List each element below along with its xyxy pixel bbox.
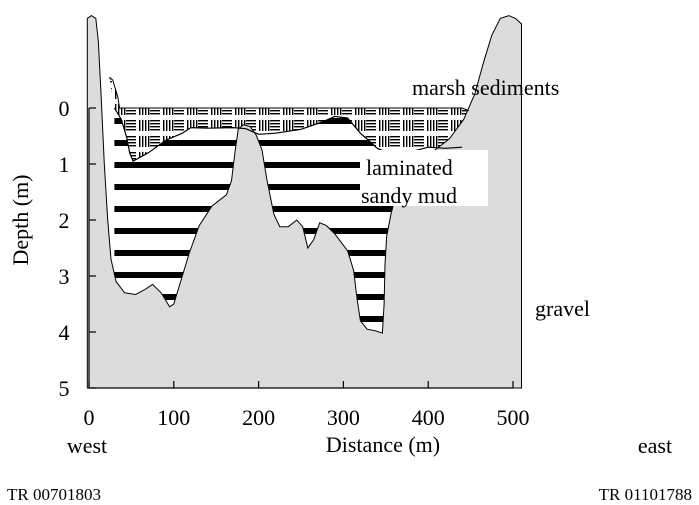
y-tick-label: 2 bbox=[59, 208, 70, 233]
marsh-top-boundary bbox=[109, 76, 470, 112]
y-tick-label: 0 bbox=[59, 96, 70, 121]
marsh-sediments-fill bbox=[109, 77, 469, 162]
x-tick-label: 0 bbox=[84, 405, 95, 430]
y-tick-label: 3 bbox=[59, 264, 70, 289]
y-tick-label: 1 bbox=[59, 152, 70, 177]
y-tick-label: 5 bbox=[59, 376, 70, 401]
west-label: west bbox=[67, 433, 107, 458]
x-tick-label: 300 bbox=[327, 405, 360, 430]
x-tick-label: 400 bbox=[412, 405, 445, 430]
grid-reference-west: TR 00701803 bbox=[7, 485, 101, 504]
unit-label-marsh-sediments: marsh sediments bbox=[412, 75, 559, 100]
y-axis-title: Depth (m) bbox=[8, 174, 33, 265]
grid-reference-east: TR 01101788 bbox=[599, 485, 692, 504]
unit-label-laminated: laminated bbox=[366, 155, 453, 180]
unit-label-sandy-mud: sandy mud bbox=[361, 183, 457, 208]
x-tick-label: 500 bbox=[497, 405, 530, 430]
east-label: east bbox=[638, 433, 672, 458]
x-tick-label: 100 bbox=[157, 405, 190, 430]
axes: 0 1 2 3 4 5 0 100 200 300 400 500 bbox=[59, 96, 530, 430]
x-tick-label: 200 bbox=[242, 405, 275, 430]
unit-label-gravel: gravel bbox=[535, 296, 590, 321]
y-tick-label: 4 bbox=[59, 320, 70, 345]
x-axis-title: Distance (m) bbox=[326, 432, 440, 457]
